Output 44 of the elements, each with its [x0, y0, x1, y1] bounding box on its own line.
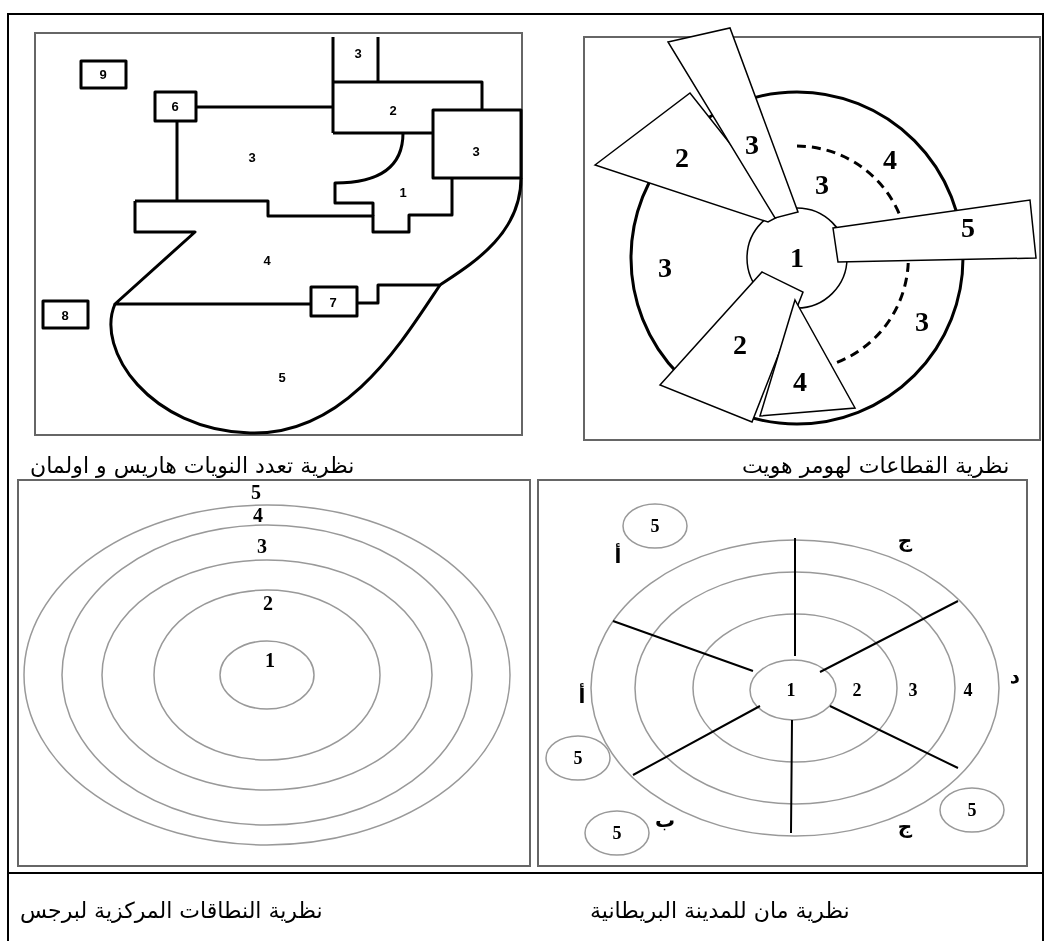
caption: نظرية النطاقات المركزية لبرجس	[20, 897, 323, 923]
zone-number: 2	[852, 679, 862, 701]
sector-letter: أ	[614, 544, 622, 568]
zone-number: 4	[963, 679, 973, 701]
zone-number: 3	[815, 169, 829, 201]
zone-number: 2	[389, 102, 397, 118]
zone-number: 3	[257, 534, 267, 558]
caption: نظرية تعدد النويات هاريس و اولمان	[30, 452, 355, 478]
zone-number: 4	[263, 252, 271, 268]
zone-number: 3	[745, 129, 759, 161]
sector-letter: ج	[897, 528, 913, 552]
zone-number: 5	[573, 747, 583, 769]
zone-number: 8	[61, 307, 69, 323]
zone-number: 1	[265, 648, 275, 672]
zone-number: 3	[472, 143, 480, 159]
sector-letter: ج	[897, 814, 913, 838]
zone-number: 5	[967, 799, 977, 821]
zone-number: 4	[883, 144, 897, 176]
zone-number: 5	[961, 212, 975, 244]
zone-number: 9	[99, 66, 107, 82]
sector-letter: د	[1009, 664, 1021, 688]
zone-number: 2	[263, 591, 273, 615]
zone-number: 3	[908, 679, 918, 701]
zone-number: 4	[253, 503, 263, 527]
zone-number: 2	[675, 142, 689, 174]
zone-number: 4	[793, 366, 807, 398]
zone-number: 1	[399, 184, 407, 200]
caption: نظرية القطاعات لهومر هويت	[742, 452, 1010, 478]
zone-number: 5	[278, 369, 286, 385]
zone-number: 3	[915, 306, 929, 338]
zone-number: 6	[171, 98, 179, 114]
zone-number: 3	[248, 149, 256, 165]
zone-number: 3	[658, 252, 672, 284]
zone-number: 1	[790, 242, 804, 274]
zone-number: 5	[650, 515, 660, 537]
zone-number: 3	[354, 45, 362, 61]
zone-number: 2	[733, 329, 747, 361]
sector-letter: أ	[578, 684, 586, 708]
caption: نظرية مان للمدينة البريطانية	[590, 897, 850, 923]
zone-number: 5	[612, 822, 622, 844]
sector-letter: ب	[654, 808, 676, 832]
zone-number: 7	[329, 294, 337, 310]
zone-number: 1	[786, 679, 796, 701]
zone-number: 5	[251, 480, 261, 504]
